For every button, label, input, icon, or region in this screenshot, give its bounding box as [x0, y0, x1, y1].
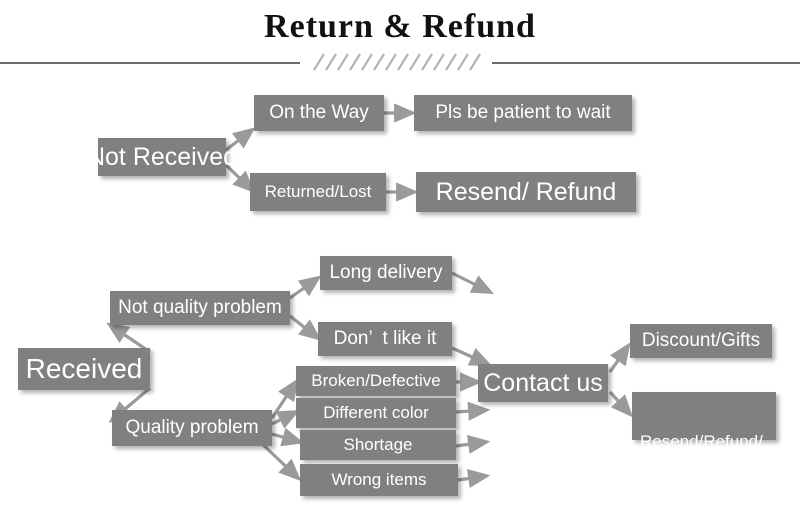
- node-resend-refund-discount-line2: Discount: [640, 485, 707, 505]
- arrow-quality-to-shortage: [271, 427, 305, 447]
- arrow-contact-us-to-resend-refund-discount: [608, 390, 634, 418]
- hatch-divider-icon: [310, 52, 490, 72]
- node-different-color[interactable]: Different color: [296, 398, 456, 428]
- node-resend-refund-discount-line1: Resend/Refund/: [640, 431, 763, 451]
- node-dont-like-it[interactable]: Don’ t like it: [318, 322, 452, 356]
- node-resend-refund[interactable]: Resend/ Refund: [416, 172, 636, 212]
- page-header: Return & Refund: [0, 0, 800, 78]
- arrow-long-delivery-to-contact-us: [451, 271, 495, 295]
- node-broken-defective[interactable]: Broken/Defective: [296, 366, 456, 396]
- node-discount-gifts[interactable]: Discount/Gifts: [630, 324, 772, 358]
- node-pls-be-patient-to-wait[interactable]: Pls be patient to wait: [414, 95, 632, 131]
- arrow-not-quality-to-dont-like-it: [289, 314, 322, 341]
- arrow-quality-to-broken-defective: [270, 378, 299, 419]
- node-received[interactable]: Received: [18, 348, 150, 390]
- node-wrong-items[interactable]: Wrong items: [300, 464, 458, 496]
- node-not-quality-problem[interactable]: Not quality problem: [110, 291, 290, 325]
- node-resend-refund-discount[interactable]: Resend/Refund/ Discount: [632, 392, 776, 504]
- arrow-shortage-to-contact-us: [455, 434, 491, 454]
- node-shortage[interactable]: Shortage: [300, 430, 456, 460]
- page-title: Return & Refund: [264, 8, 536, 45]
- node-contact-us[interactable]: Contact us: [478, 364, 608, 402]
- node-returned-lost[interactable]: Returned/Lost: [250, 173, 386, 211]
- arrow-dont-like-it-to-contact-us: [451, 346, 493, 366]
- arrow-not-quality-to-long-delivery: [289, 275, 322, 300]
- arrow-different-color-to-contact-us: [455, 401, 491, 421]
- arrow-quality-to-different-color: [271, 409, 301, 429]
- divider-rule-left: [0, 62, 300, 64]
- divider-rule-right: [492, 62, 800, 64]
- arrow-wrong-items-to-contact-us: [457, 469, 491, 489]
- node-on-the-way[interactable]: On the Way: [254, 95, 384, 131]
- node-quality-problem[interactable]: Quality problem: [112, 410, 272, 446]
- node-not-received[interactable]: Not Received: [87, 138, 237, 176]
- node-long-delivery[interactable]: Long delivery: [320, 256, 452, 290]
- arrow-contact-us-to-discount-gifts: [608, 342, 631, 373]
